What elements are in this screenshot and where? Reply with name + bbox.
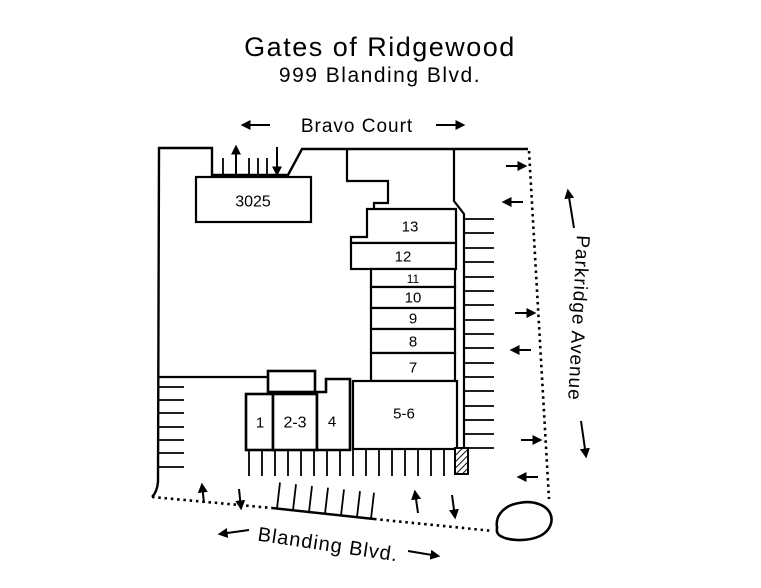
building-8: 8 — [369, 327, 457, 355]
parking-stalls-blanding — [276, 482, 375, 519]
arrow-blanding-entry1-in-icon — [197, 482, 208, 504]
building-1-label: 1 — [256, 415, 264, 432]
building-2-3: 2-3 — [271, 392, 319, 452]
building-12: 12 — [349, 241, 458, 271]
page-title: Gates of Ridgewood — [244, 32, 516, 62]
building-5-6-label: 5-6 — [393, 406, 415, 423]
arrow-blanding-entry2-out-icon — [449, 494, 459, 520]
arrow-blanding-west-icon — [217, 528, 250, 538]
building-10-label: 10 — [405, 290, 422, 307]
page-subtitle: 999 Blanding Blvd. — [279, 64, 481, 87]
building-3025: 3025 — [194, 175, 313, 224]
drive-curb-north — [345, 149, 390, 209]
street-label-parkridge-avenue: Parkridge Avenue — [563, 235, 593, 402]
arrow-blanding-east-icon — [407, 549, 441, 560]
building-11-label: 11 — [407, 272, 420, 286]
building-7-label: 7 — [409, 360, 417, 377]
arrow-blanding-entry1-out-icon — [235, 488, 246, 511]
street-label-blanding-blvd: Blanding Blvd. — [256, 524, 400, 567]
dumpster-pad-hatch — [454, 447, 469, 475]
building-5-6: 5-6 — [351, 379, 459, 451]
building-11: 11 — [369, 267, 457, 289]
parking-stalls-bravo — [222, 158, 268, 175]
building-12-label: 12 — [395, 249, 412, 266]
building-8-label: 8 — [409, 334, 417, 351]
arrow-parkridge-north-icon — [564, 188, 575, 229]
building-13: 13 — [349, 207, 458, 245]
drive-curb-east-lane — [452, 149, 466, 448]
property-boundary-solid — [151, 146, 528, 498]
small-outbuilding — [266, 369, 317, 394]
building-10: 10 — [369, 285, 457, 310]
property-boundary-blanding-dotted-east — [373, 517, 494, 533]
building-9: 9 — [369, 306, 457, 331]
building-4-label: 4 — [328, 414, 336, 431]
direction-arrows — [197, 120, 590, 560]
building-4: 4 — [315, 377, 352, 452]
blanding-frontage-line — [271, 506, 375, 521]
building-9-label: 9 — [409, 311, 417, 328]
street-label-bravo-court: Bravo Court — [301, 116, 413, 137]
parking-stalls-left — [158, 386, 184, 468]
property-boundary-blanding-dotted-west — [151, 495, 273, 510]
property-boundary-parkridge-dotted — [527, 150, 551, 500]
building-7: 7 — [369, 351, 457, 383]
building-3025-label: 3025 — [235, 194, 271, 211]
building-13-label: 13 — [402, 219, 419, 236]
retention-pond-outline — [495, 500, 553, 542]
parking-stalls-east-lane — [465, 218, 494, 435]
parking-stalls-south — [248, 450, 445, 476]
building-2-3-label: 2-3 — [283, 415, 306, 432]
arrow-blanding-entry2-in-icon — [411, 489, 422, 514]
building-1: 1 — [244, 392, 275, 452]
arrow-parkridge-south-icon — [579, 420, 590, 459]
